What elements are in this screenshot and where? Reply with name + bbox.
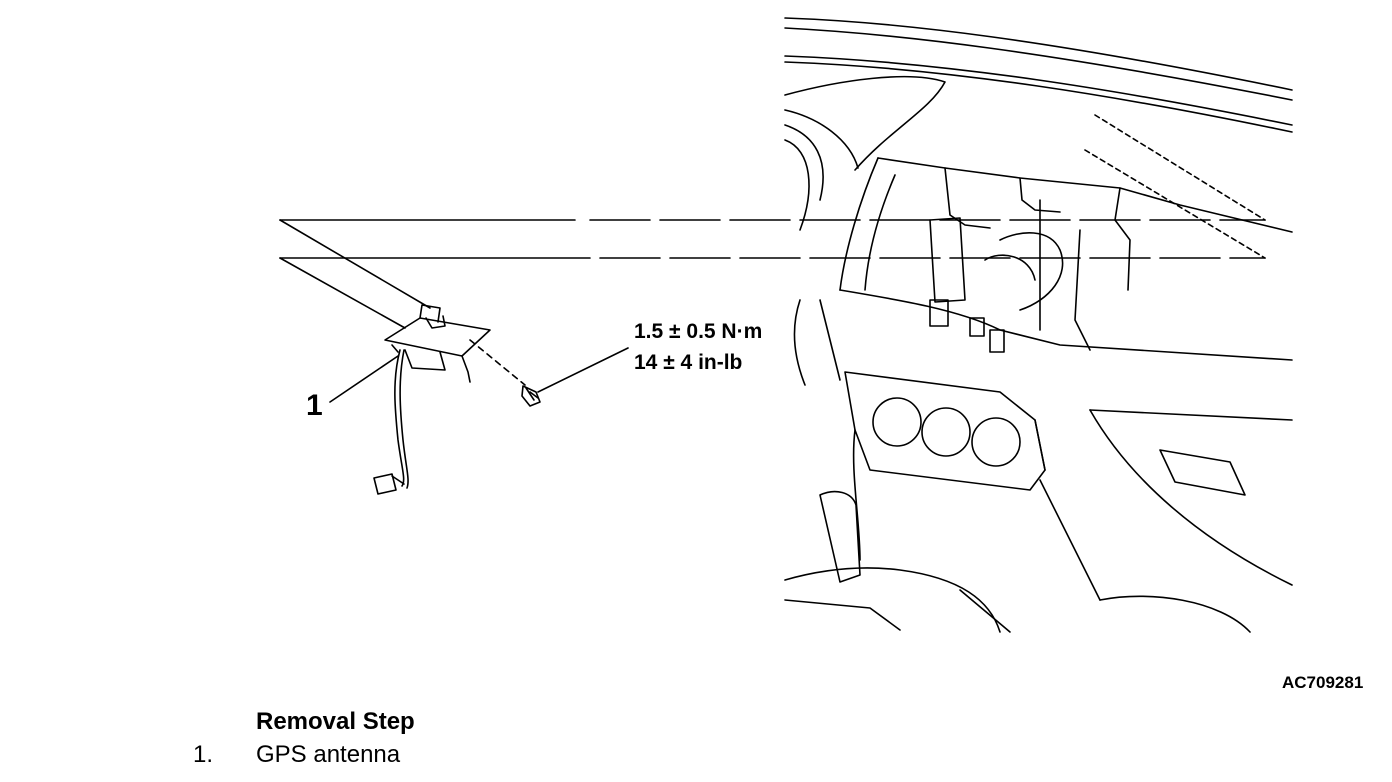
torque-imperial: 14 ± 4 in-lb <box>634 351 743 374</box>
mounting-screw <box>521 385 541 407</box>
gps-antenna-part <box>373 304 526 495</box>
callout-leader <box>329 355 399 403</box>
gps-antenna-diagram <box>279 17 1293 633</box>
torque-metric: 1.5 ± 0.5 N·m <box>634 320 763 343</box>
step-number: 1. <box>193 741 214 768</box>
callout-number: 1 <box>306 389 323 422</box>
torque-leader <box>537 347 629 393</box>
figure-id: AC709281 <box>1282 673 1364 692</box>
removal-step-1: 1. GPS antenna <box>193 741 400 769</box>
step-label: GPS antenna <box>256 741 401 768</box>
removal-steps-title: Removal Step <box>256 708 415 735</box>
torque-spec: 1.5 ± 0.5 N·m 14 ± 4 in-lb <box>634 316 762 378</box>
dashboard-illustration <box>784 17 1293 633</box>
location-leader-lines <box>279 219 1266 329</box>
